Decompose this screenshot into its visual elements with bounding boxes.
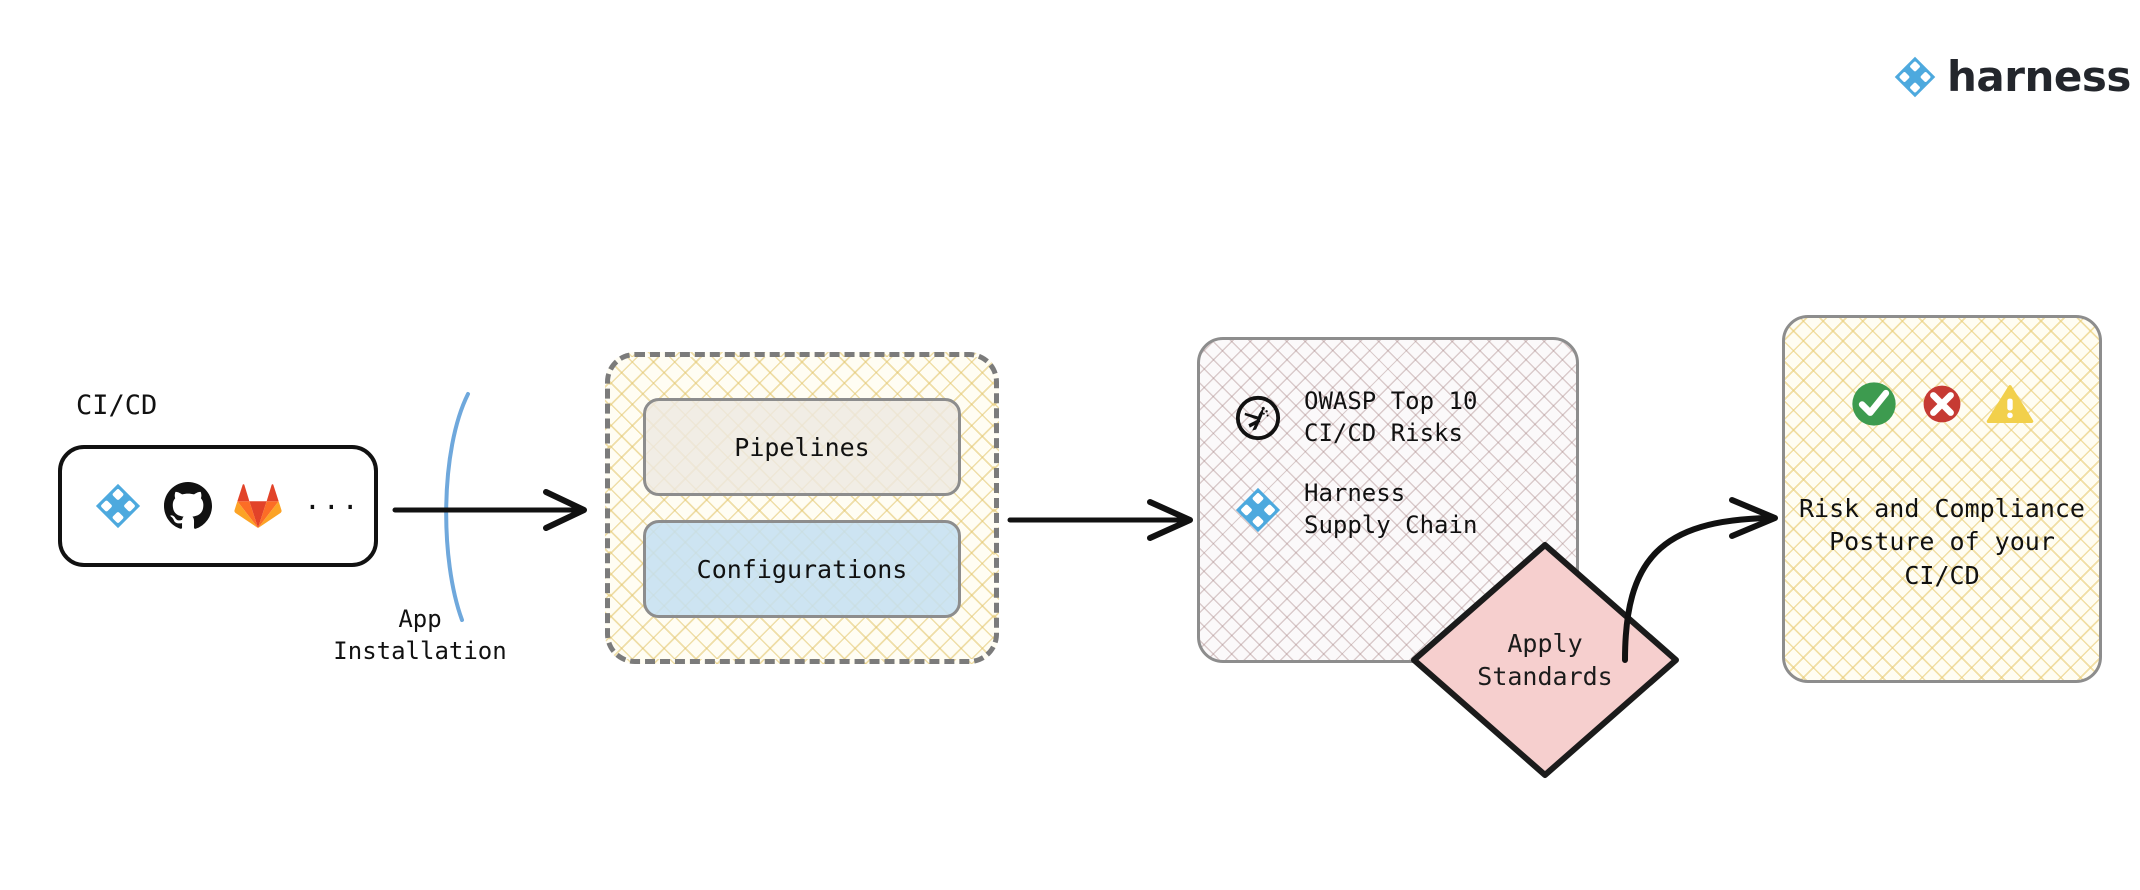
- harness-diamond-logo-icon: [1894, 56, 1936, 98]
- app-installation-arc: [444, 392, 470, 622]
- pipelines-card[interactable]: Pipelines: [643, 398, 961, 496]
- gitlab-logo-icon: [234, 484, 282, 529]
- status-icons-row: [1848, 378, 2036, 430]
- owasp-logo-icon: [1235, 395, 1281, 440]
- check-circle-icon: [1852, 382, 1896, 426]
- edge-pipelines-to-standards: [1007, 499, 1193, 541]
- standards-item-owasp: OWASP Top 10 CI/CD Risks: [1234, 386, 1576, 450]
- apply-standards-node[interactable]: Apply Standards: [1409, 540, 1681, 780]
- cicd-sources-label: CI/CD: [76, 390, 158, 421]
- standards-item-harness-label: Harness Supply Chain: [1304, 478, 1478, 539]
- sources-ellipsis: ...: [304, 483, 361, 516]
- apply-standards-label: Apply Standards: [1477, 629, 1613, 691]
- edge-sources-to-pipelines: [392, 489, 587, 531]
- harness-logo-icon: [95, 483, 141, 529]
- configurations-card[interactable]: Configurations: [643, 520, 961, 618]
- cicd-sources-box[interactable]: ...: [58, 445, 378, 567]
- standards-item-owasp-label: OWASP Top 10 CI/CD Risks: [1304, 387, 1478, 447]
- github-logo-icon: [164, 482, 212, 529]
- harness-logo-icon: [1235, 487, 1281, 532]
- posture-box: Risk and Compliance Posture of your CI/C…: [1782, 315, 2102, 683]
- posture-label: Risk and Compliance Posture of your CI/C…: [1799, 494, 2085, 590]
- x-circle-icon: [1923, 385, 1961, 423]
- app-installation-label: App Installation: [333, 605, 507, 665]
- warning-triangle-icon: [1986, 385, 2034, 423]
- brand-name: harness: [1947, 52, 2131, 101]
- harness-brand-logo: harness: [1893, 55, 2131, 99]
- standards-item-harness: Harness Supply Chain: [1234, 478, 1576, 542]
- pipelines-configs-container: Pipelines Configurations: [605, 352, 999, 664]
